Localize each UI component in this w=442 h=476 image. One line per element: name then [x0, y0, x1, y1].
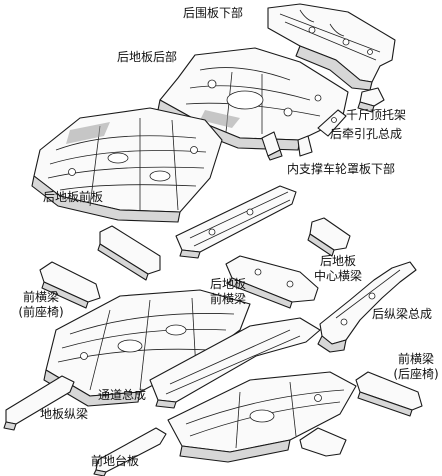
label-rear-floor-front-cross-line1: 后地板: [209, 277, 246, 291]
label-rear-floor-front-cross-line2: 前横梁: [209, 292, 246, 306]
label-rear-floor-center-cross: 后地板 中心横梁: [314, 254, 362, 284]
label-tunnel-assy: 通道总成: [98, 388, 147, 402]
label-rear-floor-center-cross-line1: 后地板: [319, 254, 356, 268]
label-front-cross-front-seat-line1: 前横梁: [22, 290, 59, 304]
rear-floor-center-cross-part: [307, 217, 351, 257]
label-rear-floor-front: 后地板前板: [43, 190, 104, 204]
label-rear-floor-front-cross: 后地板 前横梁: [204, 277, 252, 307]
front-cross-rear-seat-part: [355, 371, 423, 417]
inner-wheelhouse-lower-part: [261, 131, 313, 161]
label-inner-wheelhouse-lower: 内支撑车轮罩板下部: [287, 162, 396, 176]
rear-panel-lower-part: [267, 3, 396, 91]
tunnel-assy-part: [149, 317, 321, 409]
label-floor-side-member: 地板纵梁: [40, 407, 89, 421]
front-cross-front-seat-part: [39, 261, 101, 309]
label-rear-side-member-assy: 后纵梁总成: [372, 307, 433, 321]
front-floor-pan-left-part: [43, 289, 251, 407]
label-rear-floor-center-cross-line2: 中心横梁: [314, 269, 363, 283]
cross-bracket-left-part: [97, 225, 161, 281]
jack-bracket-part: [357, 87, 385, 113]
rear-rail-upper-part: [175, 185, 297, 259]
label-tow-hole-assy: 后牵引孔总成: [330, 127, 403, 141]
label-front-floor-pan: 前地台板: [91, 454, 140, 468]
label-front-cross-rear-seat: 前横梁 (后座椅): [392, 352, 440, 382]
label-front-cross-rear-seat-line2: (后座椅): [393, 367, 439, 381]
label-jack-bracket: 千斤顶托架: [346, 108, 407, 122]
rear-floor-front-part: [31, 107, 223, 223]
label-front-cross-front-seat: 前横梁 (前座椅): [16, 290, 66, 320]
label-rear-floor-rear: 后地板后部: [117, 50, 178, 64]
rear-floor-front-cross-part: [225, 255, 319, 309]
label-front-cross-rear-seat-line1: 前横梁: [397, 352, 434, 366]
floor-side-member-part: [3, 375, 347, 476]
label-front-cross-front-seat-line2: (前座椅): [18, 305, 64, 319]
tow-hole-assy-part: [317, 109, 347, 137]
rear-side-member-assy-part: [317, 261, 417, 353]
label-rear-panel-lower: 后围板下部: [183, 6, 244, 20]
front-floor-pan-right-part: [167, 371, 357, 463]
